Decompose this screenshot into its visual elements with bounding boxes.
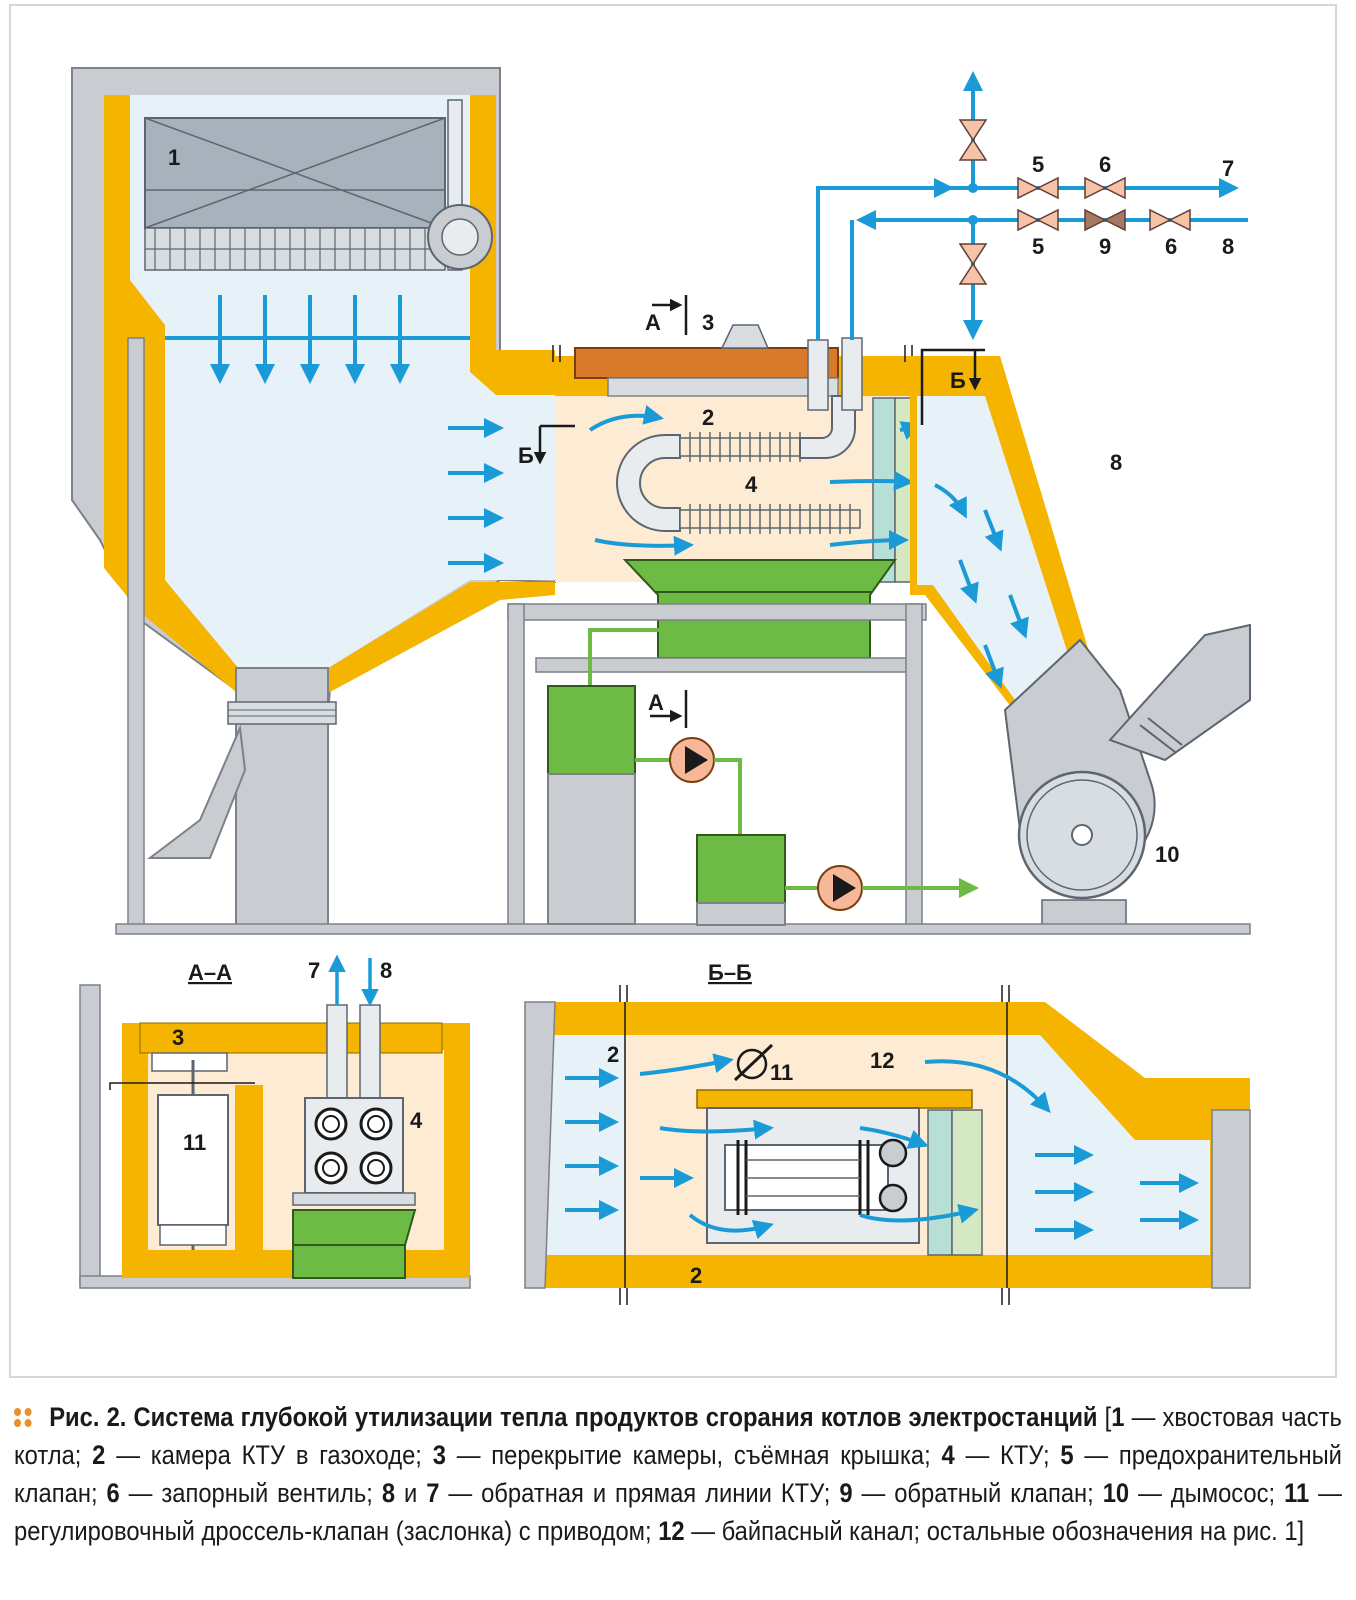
safety-valve-5-lower — [1017, 208, 1059, 232]
removable-lid — [574, 347, 839, 379]
caption-key: 12 — [658, 1516, 685, 1546]
bb-gas-right — [1007, 1035, 1210, 1255]
caption-desc: — байпасный канал; остальные обозначения… — [684, 1516, 1305, 1546]
ktu-chamber: 2 3 4 А Б — [518, 295, 922, 659]
shutoff-valve-6-lower — [1149, 208, 1191, 232]
bb-gas-left — [545, 1035, 625, 1255]
ground-beam — [115, 923, 1251, 935]
caption-desc: — запорный вентиль; — [119, 1478, 382, 1508]
aa-label-4: 4 — [410, 1108, 423, 1133]
label-5-lower: 5 — [1032, 234, 1044, 259]
lid-handle — [720, 324, 770, 349]
ktu-riser-1 — [807, 339, 829, 411]
aa-label-3: 3 — [172, 1025, 184, 1050]
bb-label-2-bottom: 2 — [690, 1263, 702, 1288]
caption-key: 4 — [941, 1440, 955, 1470]
fan-base — [1041, 899, 1127, 927]
caption-desc: — обратный клапан; — [852, 1478, 1103, 1508]
caption-bracket: [ — [1097, 1402, 1112, 1432]
safety-valve-5-upper — [1017, 176, 1059, 200]
caption-title: Система глубокой утилизации тепла продук… — [133, 1402, 1098, 1432]
caption-desc: — перекрытие камеры, съёмная крышка; — [445, 1440, 942, 1470]
damper-plate-1 — [872, 397, 896, 583]
safety-valve-bottom — [958, 243, 988, 285]
label-5-upper: 5 — [1032, 152, 1044, 177]
figure-caption: Рис. 2. Система глубокой утилизации тепл… — [14, 1398, 1342, 1550]
label-4: 4 — [745, 472, 758, 497]
caption-key: 5 — [1060, 1440, 1074, 1470]
section-b-mark-left: Б — [518, 443, 534, 468]
bullet-dots-icon — [14, 1408, 37, 1428]
caption-key: 8 — [381, 1478, 396, 1508]
condensate-tank-2 — [696, 834, 786, 904]
caption-key: 10 — [1102, 1478, 1130, 1508]
damper-11 — [157, 1094, 229, 1226]
caption-desc: — обратная и прямая линии КТУ; — [439, 1478, 840, 1508]
ash-chute — [147, 724, 247, 859]
support-frame: А — [115, 603, 1251, 935]
section-b-mark-right: Б — [950, 368, 966, 393]
caption-desc: — камера КТУ в газоходе; — [105, 1440, 433, 1470]
boiler-roof-duct — [470, 350, 555, 395]
heat-recovery-diagram: 1 — [9, 4, 1337, 1378]
boiler-tail: 1 — [71, 67, 556, 931]
caption-fig-number: Рис. 2. — [49, 1402, 127, 1432]
label-10: 10 — [1155, 842, 1179, 867]
aa-label-11: 11 — [183, 1130, 206, 1155]
label-6-lower: 6 — [1165, 234, 1177, 259]
caption-key: 9 — [839, 1478, 853, 1508]
caption-key: 7 — [426, 1478, 440, 1508]
caption-desc: — хвостовая часть котла; — [14, 1402, 1342, 1470]
caption-desc: — КТУ; — [954, 1440, 1061, 1470]
label-2: 2 — [702, 405, 714, 430]
caption-key: 11 — [1284, 1478, 1310, 1508]
label-7: 7 — [1222, 156, 1234, 181]
label-8-line: 8 — [1222, 234, 1234, 259]
flue-duct: 8 Б 10 — [910, 348, 1251, 927]
ktu-coil-u — [616, 434, 681, 532]
label-3: 3 — [702, 310, 714, 335]
check-valve-9 — [1084, 208, 1126, 232]
caption-key: 3 — [432, 1440, 446, 1470]
fan-outlet — [1108, 623, 1251, 762]
section-a-a: А–А 11 3 7 8 4 — [79, 954, 471, 1289]
bb-label-12: 12 — [870, 1048, 894, 1073]
bb-damper-11 — [736, 1048, 768, 1080]
label-6-upper: 6 — [1099, 152, 1111, 177]
boiler-support-post — [127, 337, 145, 929]
safety-valve-top — [958, 119, 988, 161]
label-1: 1 — [168, 145, 180, 170]
ktu-bend-right — [799, 395, 856, 459]
aa-label-8: 8 — [380, 958, 392, 983]
section-b-b: Б–Б 11 12 2 2 — [524, 960, 1251, 1305]
caption-key: 6 — [106, 1478, 120, 1508]
bb-label-11: 11 — [770, 1060, 793, 1085]
condensate-tank-1 — [547, 685, 636, 775]
caption-key: 1 — [1111, 1402, 1125, 1432]
section-a-mark-top: А — [645, 310, 661, 335]
bb-label-2-top: 2 — [607, 1042, 619, 1067]
shutoff-valve-6-upper — [1084, 176, 1126, 200]
caption-desc: — дымосос; — [1129, 1478, 1285, 1508]
aa-label-7: 7 — [308, 958, 320, 983]
caption-key: 2 — [92, 1440, 106, 1470]
ktu-riser-2 — [841, 337, 863, 411]
label-8-duct: 8 — [1110, 450, 1122, 475]
section-bb-title: Б–Б — [708, 960, 752, 985]
section-a-mark-bottom: А — [648, 690, 664, 715]
label-9: 9 — [1099, 234, 1111, 259]
caption-desc: — предохранительный клапан; — [14, 1440, 1342, 1508]
caption-desc: и — [395, 1478, 427, 1508]
section-aa-title: А–А — [188, 960, 232, 985]
caption-desc: — регулировочный дроссель-клапан (заслон… — [14, 1478, 1342, 1546]
piping: 5 6 7 5 9 6 8 — [816, 71, 1248, 340]
